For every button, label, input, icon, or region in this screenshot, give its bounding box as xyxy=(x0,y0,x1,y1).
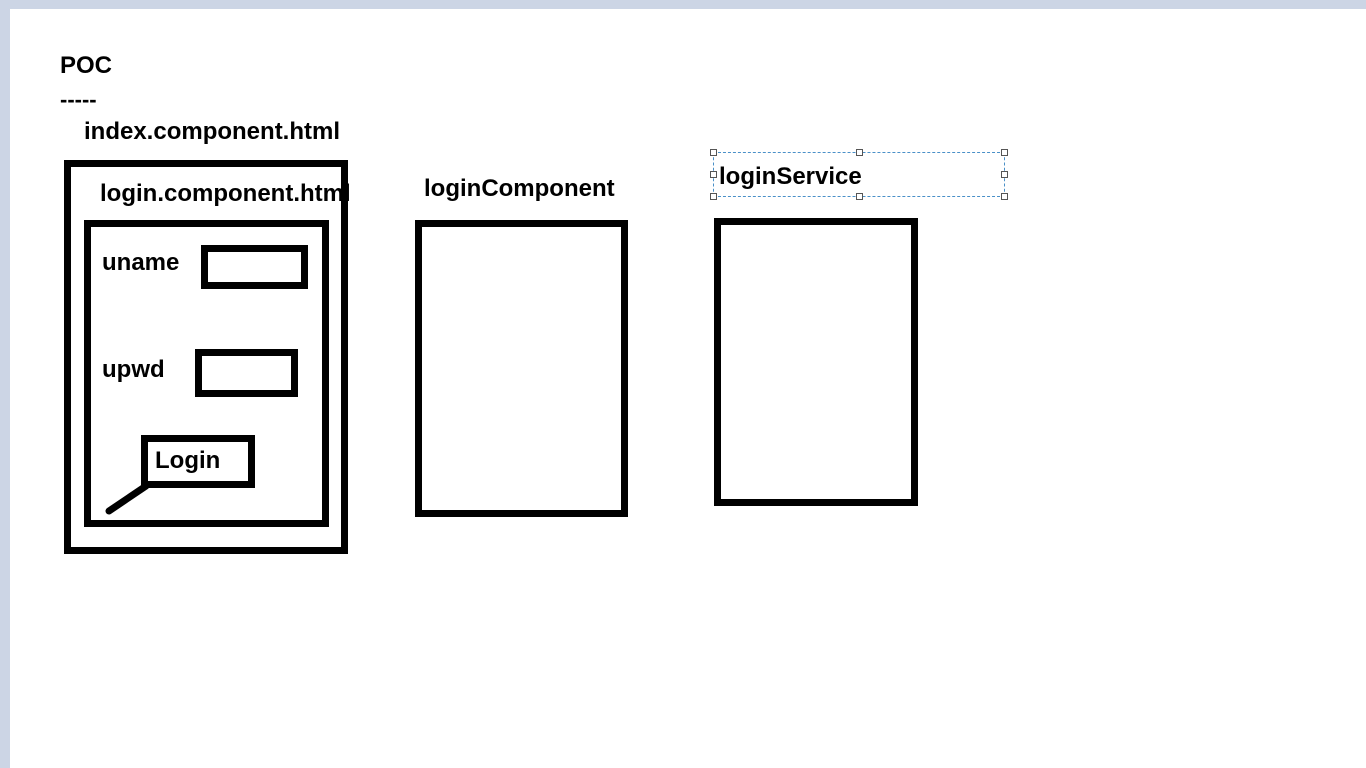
resize-handle-top-left[interactable] xyxy=(710,149,717,156)
login-service-box xyxy=(714,218,918,506)
uname-input-box xyxy=(201,245,308,289)
login-component-html-label: login.component.html xyxy=(100,180,351,207)
resize-handle-middle-right[interactable] xyxy=(1001,171,1008,178)
title-underline: ----- xyxy=(60,87,97,112)
login-service-text-selection[interactable] xyxy=(710,149,1008,200)
login-component-label: loginComponent xyxy=(424,175,615,202)
index-component-label: index.component.html xyxy=(84,118,341,145)
login-button-box xyxy=(141,435,255,488)
login-component-box xyxy=(415,220,628,517)
resize-handle-bottom-middle[interactable] xyxy=(856,193,863,200)
login-service-label: loginService xyxy=(719,163,862,190)
uname-label: uname xyxy=(102,249,180,276)
login-component-html-box xyxy=(84,220,329,527)
upwd-label: upwd xyxy=(102,356,165,383)
login-connector-line xyxy=(105,482,150,515)
resize-handle-bottom-right[interactable] xyxy=(1001,193,1008,200)
login-button-label: Login xyxy=(155,447,221,474)
resize-handle-middle-left[interactable] xyxy=(710,171,717,178)
connector-stroke xyxy=(105,482,150,515)
resize-handle-bottom-left[interactable] xyxy=(710,193,717,200)
drawing-canvas: POC ----- index.component.html login.com… xyxy=(10,9,1366,768)
poc-title: POC xyxy=(60,52,113,79)
resize-handle-top-right[interactable] xyxy=(1001,149,1008,156)
index-component-box xyxy=(64,160,348,554)
resize-handle-top-middle[interactable] xyxy=(856,149,863,156)
upwd-input-box xyxy=(195,349,298,397)
